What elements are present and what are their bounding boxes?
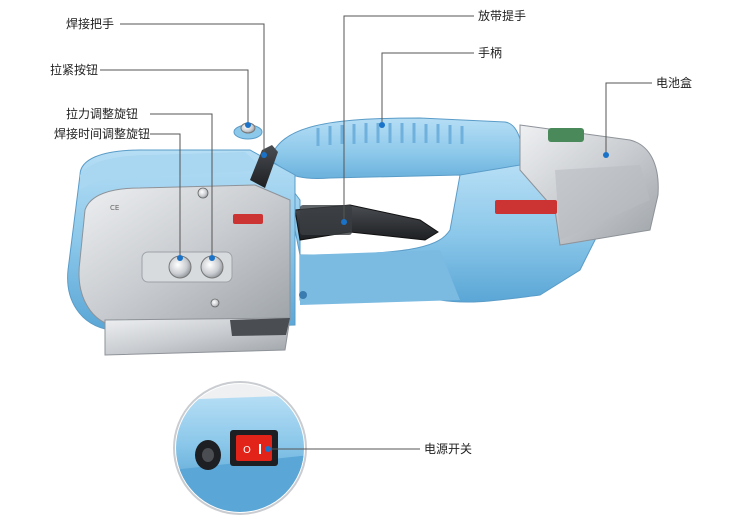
- leader-dots: [177, 122, 609, 452]
- label-tension-button: 拉紧按钮: [50, 63, 99, 77]
- power-switch-rocker: [236, 435, 272, 461]
- svg-text:CE: CE: [110, 204, 119, 212]
- head-label: [233, 214, 263, 224]
- battery-indicator: [548, 128, 584, 142]
- weld-handle: [250, 145, 278, 188]
- leader-lines: [100, 15, 652, 450]
- svg-text:O: O: [243, 445, 251, 456]
- label-handle: 手柄: [478, 46, 503, 60]
- label-strap-release-handle: 放带提手: [478, 9, 527, 23]
- label-battery-box: 电池盒: [656, 76, 693, 90]
- label-weld-time-knob: 焊接时间调整旋钮: [54, 127, 151, 141]
- handle-grip: [316, 123, 464, 146]
- brand-badge: [495, 200, 557, 214]
- top-handle: [269, 117, 523, 191]
- label-tension-knob: 拉力调整旋钮: [66, 107, 139, 121]
- screw: [197, 187, 209, 199]
- label-power-switch: 电源开关: [424, 442, 473, 456]
- label-weld-handle: 焊接把手: [66, 17, 115, 31]
